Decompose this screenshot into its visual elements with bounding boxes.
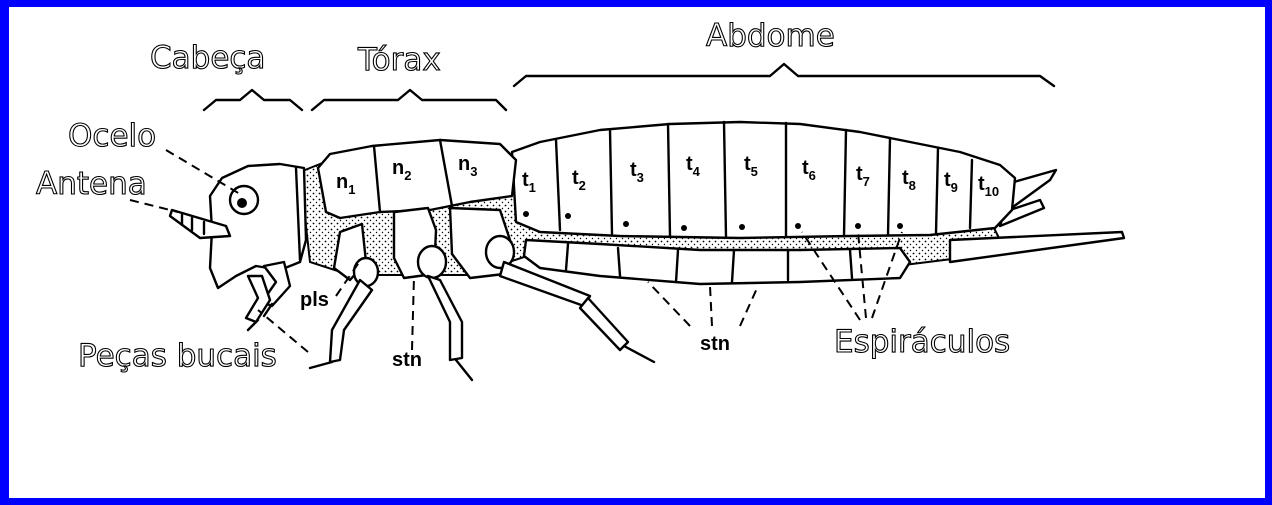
label-antenna: Antena: [36, 166, 147, 202]
label-head: Cabeça: [150, 40, 265, 76]
label-sternite-abdomen: stn: [700, 333, 730, 355]
head-bracket: [204, 90, 302, 110]
mouthparts-shape: [246, 262, 290, 330]
label-sternite-thorax: stn: [392, 349, 422, 371]
label-mouthparts: Peças bucais: [78, 338, 277, 374]
ocellus-pupil: [237, 198, 247, 208]
label-pleurite: pls: [300, 289, 329, 311]
label-ocellus: Ocelo: [68, 118, 156, 154]
label-thorax: Tórax: [357, 42, 441, 78]
tergite-plates: [512, 122, 1015, 238]
thorax-bracket: [312, 90, 506, 110]
label-spiracles: Espiráculos: [834, 324, 1010, 360]
abdomen-bracket: [514, 64, 1054, 86]
label-abdomen: Abdome: [706, 18, 835, 54]
